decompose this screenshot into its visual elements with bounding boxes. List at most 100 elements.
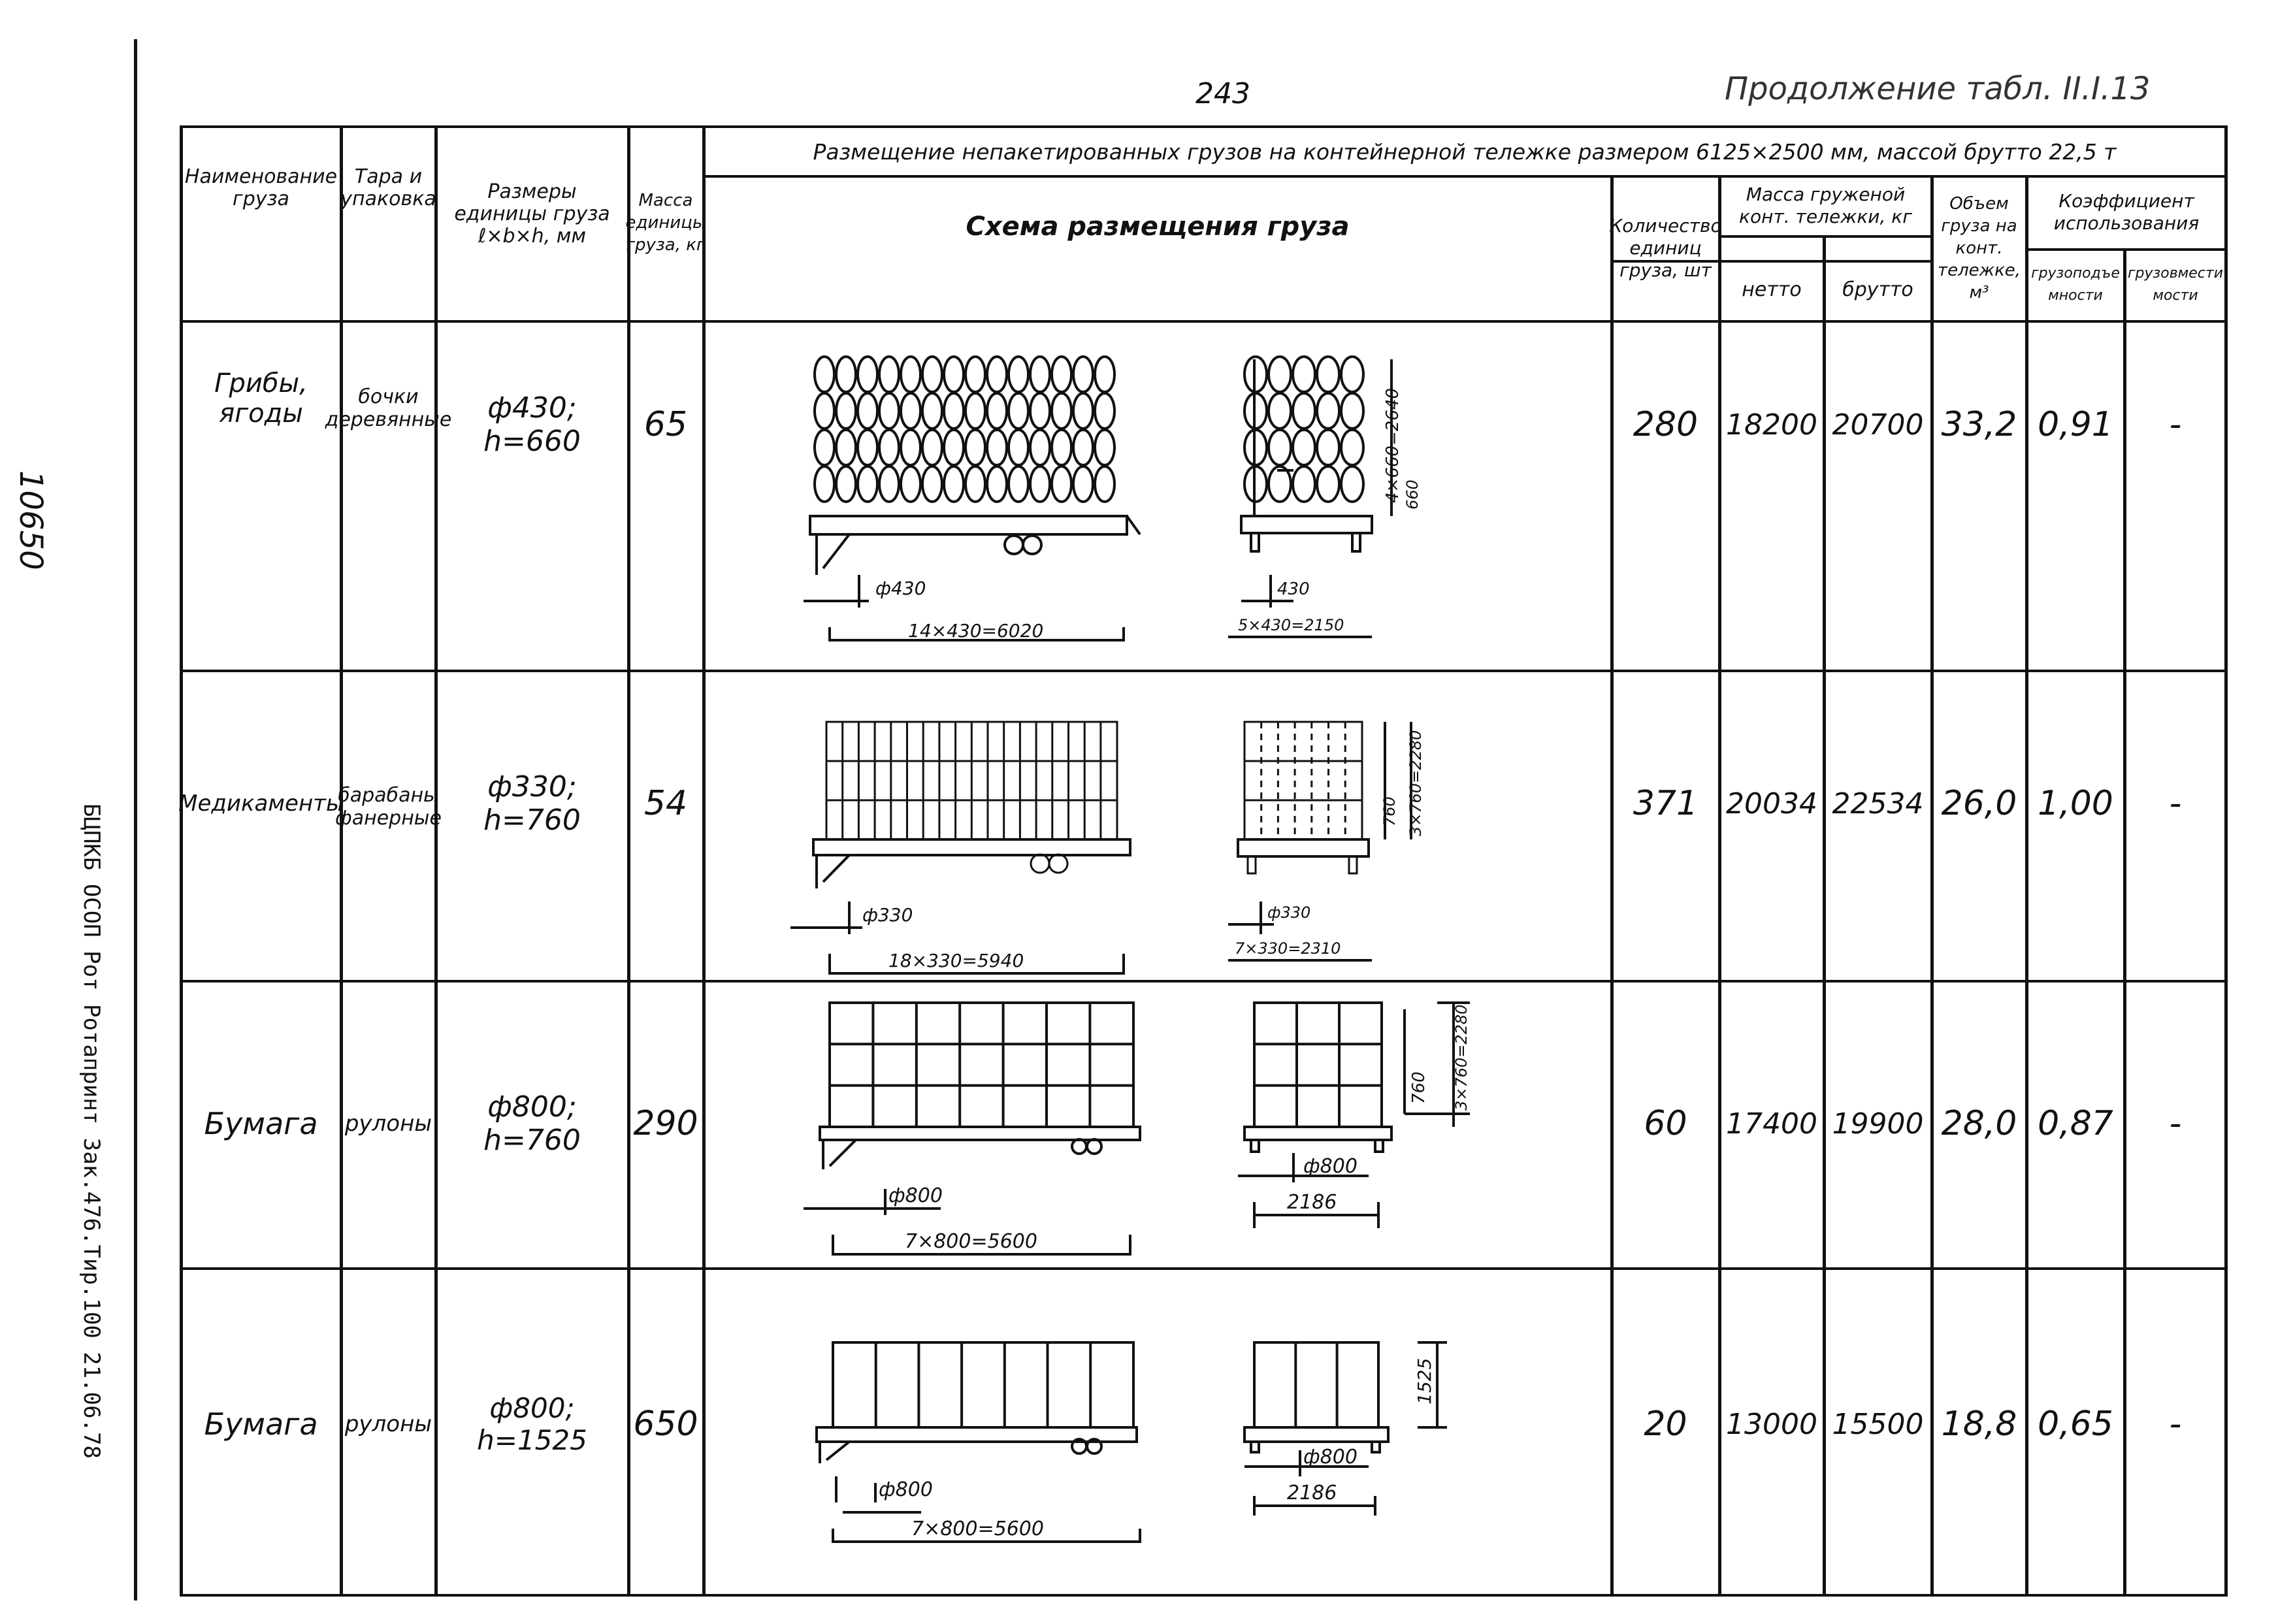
cell-brutto: 19900	[1832, 1107, 1924, 1141]
header-mass-group: Масса груженой конт. тележки, кг	[1739, 184, 1912, 227]
barrel	[1029, 392, 1051, 430]
cell-coef-2: -	[2169, 1405, 2182, 1444]
barrel	[1292, 465, 1316, 503]
dim-total-width: 2186	[1287, 1482, 1337, 1504]
cell-name: Грибы, ягоды	[214, 368, 308, 429]
cell-coef-1: 0,65	[2038, 1405, 2113, 1444]
header-group-title: Размещение непакетированных грузов на ко…	[813, 138, 2117, 165]
barrel	[1007, 392, 1030, 430]
barrel	[1243, 465, 1268, 503]
cell-dims: ф330; h=760	[483, 770, 581, 837]
cell-mass: 650	[633, 1405, 698, 1444]
cell-coef-2: -	[2169, 405, 2182, 444]
barrel	[878, 429, 900, 466]
cell-coef-2: -	[2169, 784, 2182, 823]
barrel	[1094, 392, 1116, 430]
scheme-row-4-end: 1525 ф800 2186	[1243, 1341, 1447, 1516]
barrel	[1050, 355, 1073, 393]
scheme-row-2-side: ф330 18×330=5940	[790, 721, 1131, 975]
dim-item-end: ф800	[1303, 1155, 1358, 1178]
barrel	[813, 465, 836, 503]
barrel	[986, 465, 1008, 503]
barrel	[900, 465, 922, 503]
cell-coef-1: 0,87	[2038, 1104, 2113, 1143]
dim-total-length: 14×430=6020	[908, 620, 1043, 641]
cell-dims: ф800; h=1525	[477, 1392, 587, 1456]
scheme-row-4-side: ф800 7×800=5600	[815, 1341, 1141, 1543]
dim-total-width: 7×330=2310	[1235, 939, 1341, 958]
cell-volume: 26,0	[1941, 784, 2017, 823]
barrel	[900, 355, 922, 393]
dim-total-length: 7×800=5600	[911, 1518, 1044, 1540]
scheme-row-3-end: 760 3×760=2280 ф800 2186	[1238, 1001, 1471, 1228]
barrel	[1029, 355, 1051, 393]
cell-volume: 28,0	[1941, 1104, 2017, 1143]
dim-total-width: 2186	[1287, 1191, 1337, 1214]
scheme-row-1-end: 4×660=2640 660 430 5×430=2150	[1228, 355, 1422, 638]
cell-netto: 18200	[1726, 408, 1817, 442]
margin-line	[134, 39, 137, 1600]
barrel	[1072, 392, 1094, 430]
cell-mass: 54	[643, 784, 688, 823]
cell-volume: 33,2	[1941, 405, 2017, 444]
scheme-row-2-end: 760 3×760=2280 ф330 7×330=2310	[1228, 721, 1425, 962]
barrel	[856, 355, 879, 393]
barrel	[964, 355, 986, 393]
header-brutto: брутто	[1842, 278, 1913, 301]
barrel	[1243, 429, 1268, 466]
barrel	[1292, 429, 1316, 466]
cell-brutto: 22534	[1832, 787, 1924, 820]
cell-coef-1: 1,00	[2038, 784, 2113, 823]
dim-layer-height: 660	[1403, 479, 1422, 510]
cell-name: Медикаменты	[178, 790, 344, 817]
cell-name: Бумага	[204, 1106, 318, 1141]
cell-netto: 20034	[1726, 787, 1817, 820]
continuation-label: Продолжение табл. II.I.13	[1725, 71, 2151, 107]
barrel	[1007, 355, 1030, 393]
header-name: Наименование груза	[184, 165, 338, 210]
barrel	[1267, 465, 1292, 503]
barrel	[1050, 465, 1073, 503]
barrel	[1316, 355, 1341, 393]
header-coef-group: Коэффициент использования	[2053, 190, 2200, 234]
barrel	[921, 392, 943, 430]
dim-total-length: 7×800=5600	[905, 1230, 1037, 1253]
page-number: 243	[1195, 77, 1250, 110]
dim-total-height: 3×760=2280	[1452, 1005, 1471, 1111]
dim-total-height: 3×760=2280	[1407, 730, 1425, 836]
barrel	[986, 392, 1008, 430]
dim-total-height: 4×660=2640	[1383, 388, 1403, 503]
barrel	[835, 355, 857, 393]
barrel	[1072, 355, 1094, 393]
barrel	[1292, 392, 1316, 430]
barrel	[1243, 355, 1268, 393]
barrel	[1094, 465, 1116, 503]
scheme-row-3-side: ф800 7×800=5600	[804, 1001, 1141, 1256]
barrel	[986, 355, 1008, 393]
dim-item-diameter: ф800	[879, 1478, 933, 1501]
header-coef-1: грузоподъемности	[2031, 265, 2120, 304]
barrel	[878, 355, 900, 393]
barrel	[900, 429, 922, 466]
cell-mass: 290	[633, 1104, 698, 1143]
barrel	[1029, 465, 1051, 503]
cell-count: 371	[1633, 784, 1699, 823]
barrel	[921, 465, 943, 503]
cell-volume: 18,8	[1941, 1405, 2017, 1444]
cell-tara: рулоны	[344, 1111, 432, 1137]
dim-layer-height: 760	[1409, 1071, 1429, 1104]
cell-dims: ф800; h=760	[483, 1090, 581, 1157]
header-tara: Тара и упаковка	[340, 165, 436, 210]
barrel	[943, 465, 965, 503]
barrel	[856, 465, 879, 503]
header-coef-2: грузовместимости	[2128, 265, 2224, 304]
barrel	[1094, 429, 1116, 466]
barrel	[813, 355, 836, 393]
barrel	[1267, 392, 1292, 430]
barrel	[1340, 355, 1365, 393]
barrel	[813, 429, 836, 466]
barrel	[856, 392, 879, 430]
dim-layer-height: 1525	[1414, 1358, 1435, 1405]
dim-item-end: 430	[1277, 579, 1310, 599]
barrel	[1267, 355, 1292, 393]
